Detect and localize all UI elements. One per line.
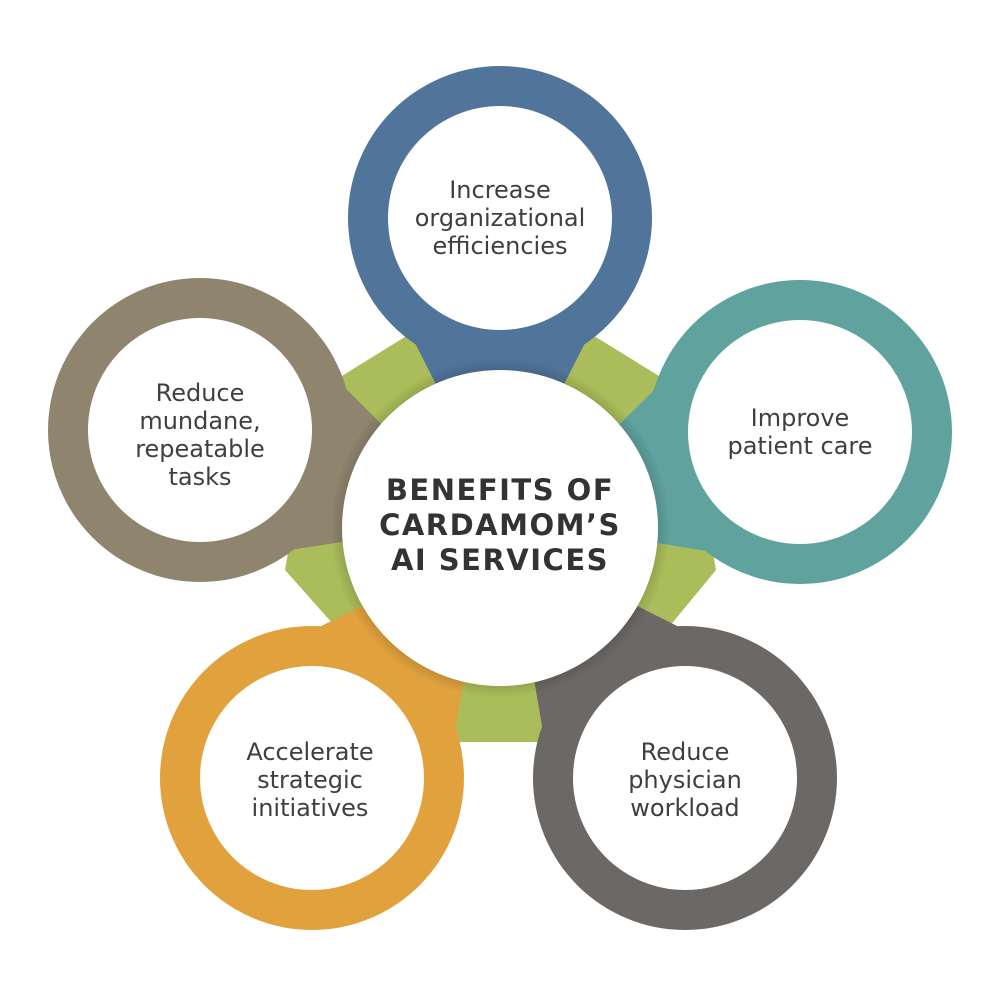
center-circle [342, 370, 658, 686]
node-label-accelerate-initiatives: Accelerate strategic initiatives [246, 738, 374, 822]
node-label-increase-efficiencies: Increase organizational efficiencies [414, 176, 586, 260]
center-title: BENEFITS OF CARDAMOM’S AI SERVICES [379, 472, 621, 577]
ring-reduce-mundane-tasks-inner [88, 318, 312, 542]
node-label-improve-patient-care: Improve patient care [727, 404, 873, 460]
ring-improve-patient-care-inner [688, 320, 912, 544]
node-label-reduce-physician-workload: Reduce physician workload [628, 738, 742, 822]
ring-reduce-physician-workload-inner [573, 666, 797, 890]
ring-increase-efficiencies-inner [388, 106, 612, 330]
node-label-reduce-mundane-tasks: Reduce mundane, repeatable tasks [135, 379, 265, 491]
ring-accelerate-initiatives-inner [200, 666, 424, 890]
